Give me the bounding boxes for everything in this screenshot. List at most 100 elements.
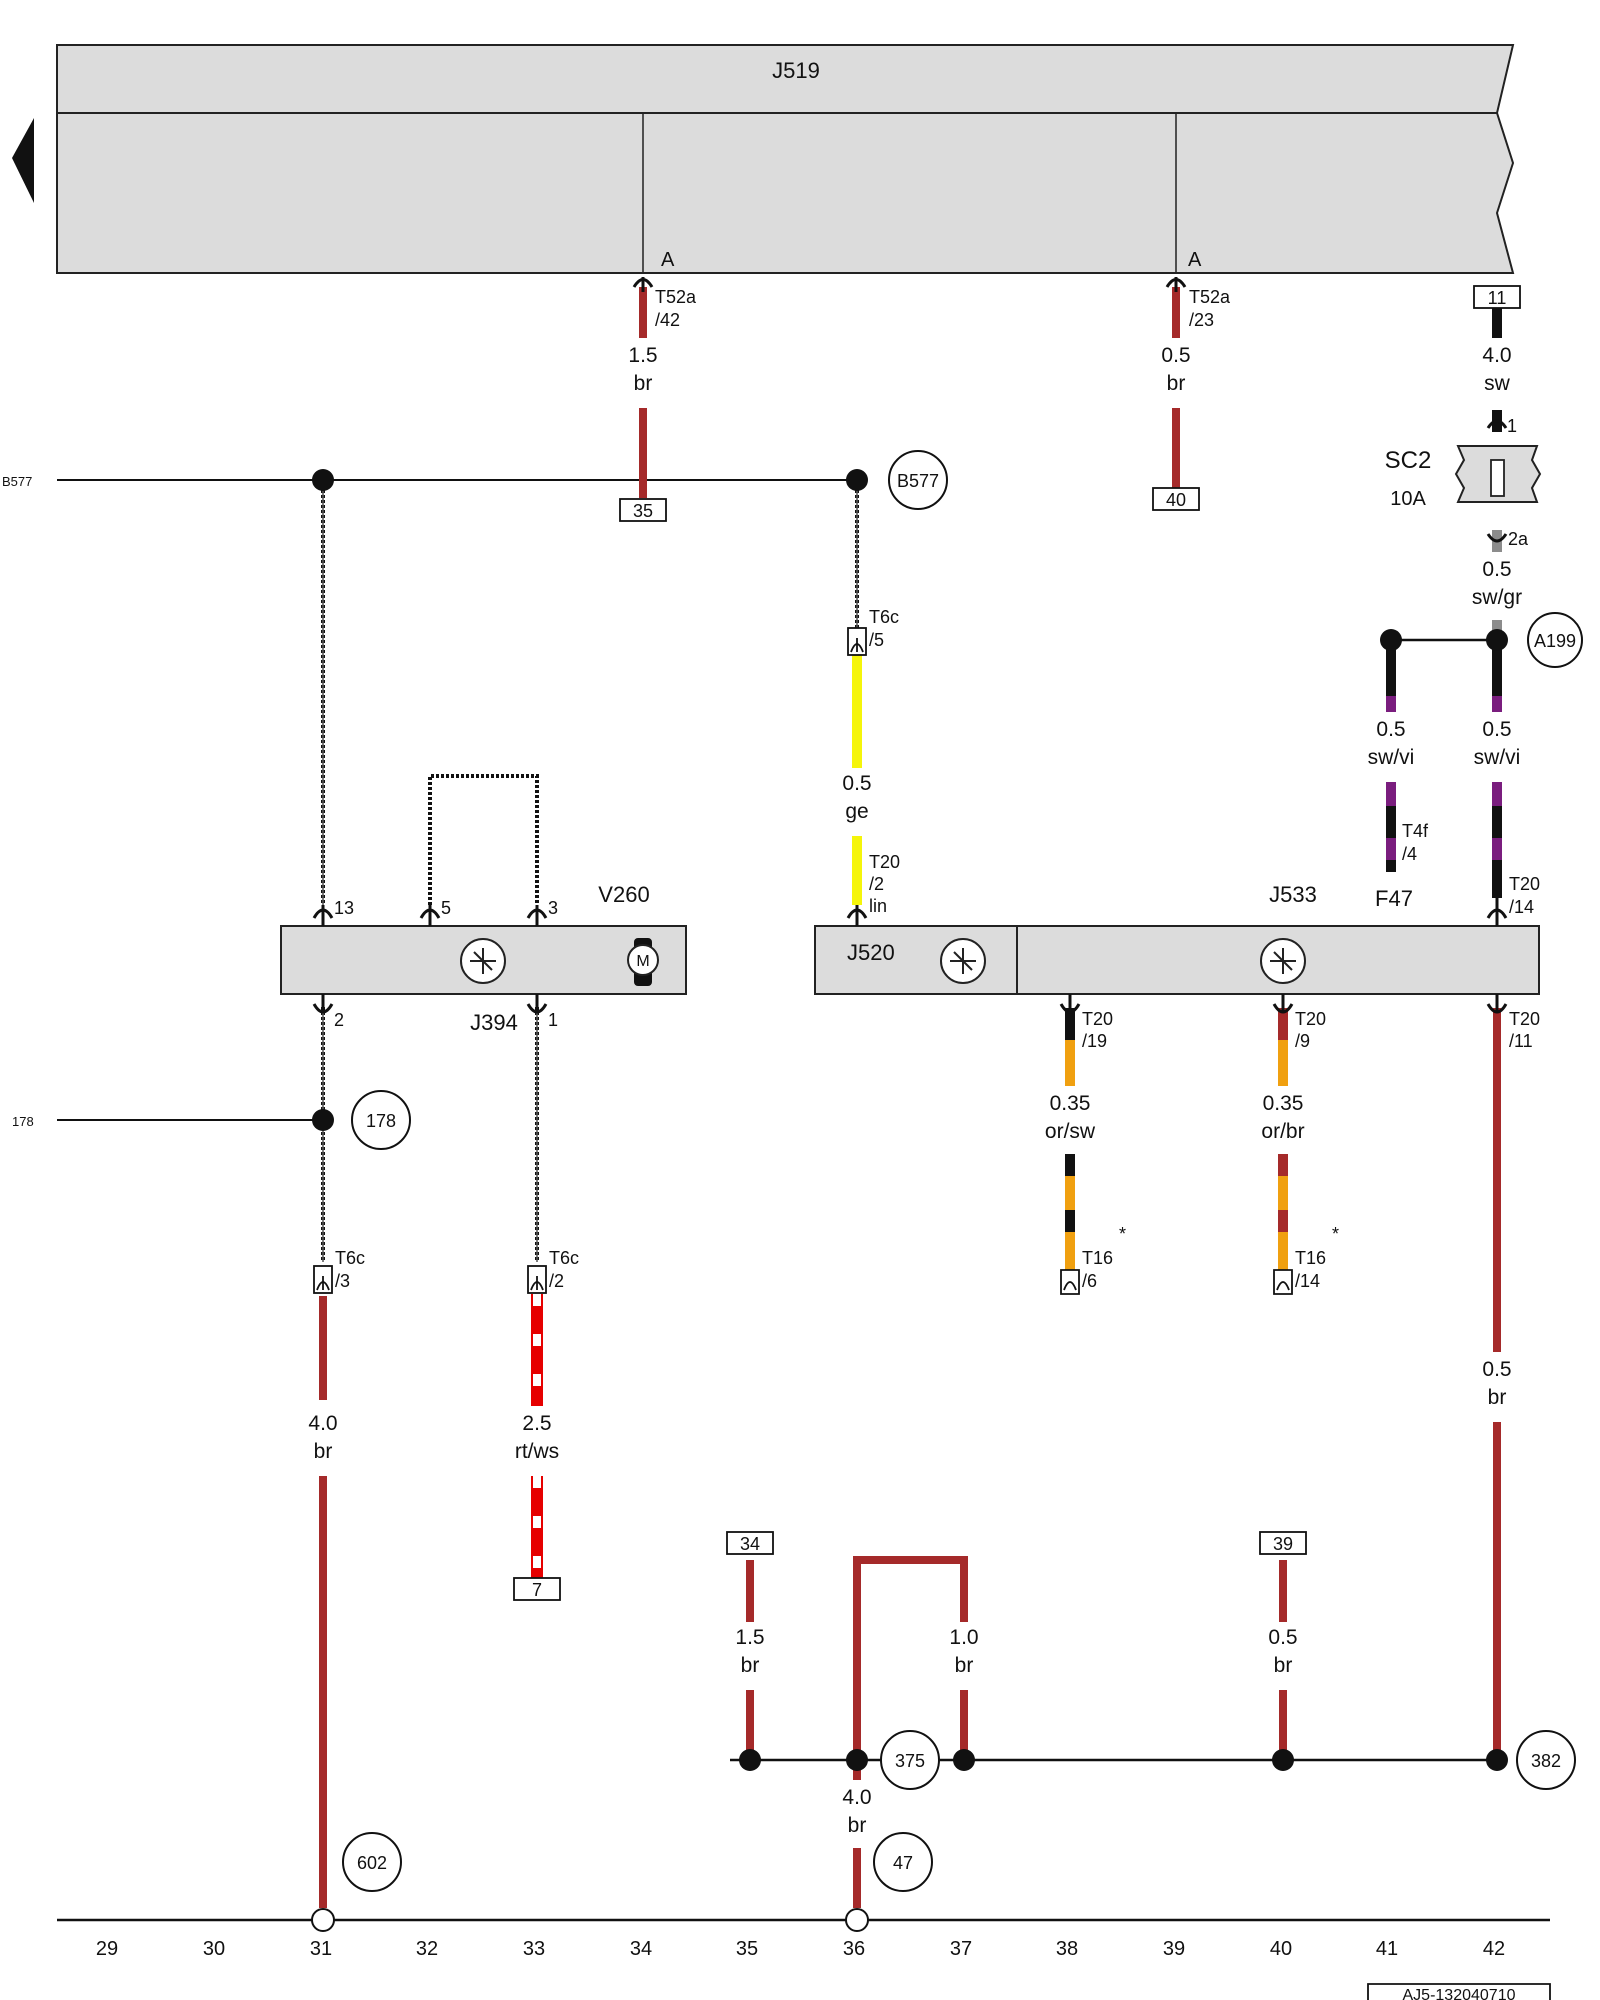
svg-text:sw/vi: sw/vi: [1368, 746, 1415, 769]
svg-text:0.5: 0.5: [1268, 1626, 1297, 1649]
svg-text:/2: /2: [869, 874, 884, 894]
svg-text:/11: /11: [1509, 1031, 1533, 1051]
svg-text:T20: T20: [1082, 1009, 1113, 1029]
bus-lines: B577 178: [2, 474, 857, 1129]
node-178: 178: [366, 1111, 396, 1131]
node-375: 375: [895, 1751, 925, 1771]
svg-text:sw/gr: sw/gr: [1472, 586, 1522, 609]
reference-box-39: [1259, 1531, 1307, 1555]
svg-text:37: 37: [950, 1938, 972, 1960]
svg-text:29: 29: [96, 1938, 118, 1960]
svg-text:AJ5-132040710: AJ5-132040710: [1403, 1987, 1516, 2000]
svg-text:br: br: [848, 1814, 867, 1837]
node-602: 602: [357, 1853, 387, 1873]
svg-text:lin: lin: [869, 896, 887, 916]
svg-text:br: br: [1488, 1386, 1507, 1409]
svg-text:11: 11: [1488, 288, 1507, 308]
svg-text:0.35: 0.35: [1263, 1092, 1304, 1115]
svg-text:br: br: [1167, 372, 1186, 395]
svg-text:2: 2: [334, 1010, 344, 1030]
inline-connector-pins: [316, 638, 1290, 1291]
svg-text:0.5: 0.5: [842, 772, 871, 795]
svg-text:0.5: 0.5: [1482, 1358, 1511, 1381]
j520-label: J520: [847, 940, 895, 965]
svg-text:sw/vi: sw/vi: [1474, 746, 1521, 769]
svg-text:M: M: [636, 953, 649, 970]
j533-label: J533: [1269, 882, 1317, 907]
svg-text:2.5: 2.5: [522, 1412, 551, 1435]
svg-text:/19: /19: [1082, 1031, 1107, 1051]
wire-labels: 1.5 br 0.5 br 4.0 sw 0.5 sw/gr 0.5 sw/vi…: [308, 344, 1522, 1837]
module-j520-j533: J520 J533 F47: [814, 882, 1540, 995]
svg-text:3: 3: [548, 898, 558, 918]
svg-text:/4: /4: [1402, 844, 1417, 864]
module-j520-body: [814, 925, 1018, 995]
reference-box-40: [1152, 487, 1200, 511]
svg-text:39: 39: [1163, 1938, 1185, 1960]
document-code: AJ5-132040710: [1367, 1983, 1551, 2000]
svg-text:4.0: 4.0: [1482, 344, 1511, 367]
electronic-module-icon: [940, 938, 986, 984]
v260-loop-wire: [428, 774, 539, 905]
svg-text:1.5: 1.5: [628, 344, 657, 367]
pin-symbols: [312, 277, 1508, 1014]
svg-text:or/br: or/br: [1261, 1120, 1304, 1143]
svg-text:T6c: T6c: [549, 1248, 579, 1268]
column-31-wiring: [312, 469, 334, 1908]
svg-text:T20: T20: [869, 852, 900, 872]
connector-labels: T52a /42 T52a /23 T6c /5 T20 /2 lin T4f …: [335, 287, 1540, 1291]
svg-text:34: 34: [630, 1938, 652, 1960]
offpage-label-b577: B577: [2, 474, 32, 489]
svg-text:4.0: 4.0: [842, 1786, 871, 1809]
svg-text:/23: /23: [1189, 310, 1214, 330]
svg-text:4.0: 4.0: [308, 1412, 337, 1435]
svg-text:35: 35: [633, 501, 653, 521]
svg-text:T20: T20: [1509, 1009, 1540, 1029]
svg-text:13: 13: [334, 898, 354, 918]
j519-pin-a-39: A: [1188, 249, 1202, 271]
f47-label: F47: [1375, 886, 1413, 911]
svg-text:38: 38: [1056, 1938, 1078, 1960]
svg-text:0.5: 0.5: [1161, 344, 1190, 367]
svg-text:/3: /3: [335, 1271, 350, 1291]
column-36-wiring: [846, 469, 868, 905]
control-unit-j519: J519 A A: [56, 44, 1515, 274]
module-v260-j394: V260 J394 M: [280, 882, 687, 1035]
svg-text:T6c: T6c: [335, 1248, 365, 1268]
svg-text:ge: ge: [845, 800, 868, 823]
svg-text:T16: T16: [1295, 1248, 1326, 1268]
svg-text:br: br: [314, 1440, 333, 1463]
svg-text:/6: /6: [1082, 1271, 1097, 1291]
node-382: 382: [1531, 1751, 1561, 1771]
j519-label: J519: [772, 58, 820, 83]
offpage-label-178: 178: [12, 1114, 34, 1129]
svg-text:35: 35: [736, 1938, 758, 1960]
svg-text:/42: /42: [655, 310, 680, 330]
svg-text:T16: T16: [1082, 1248, 1113, 1268]
node-47: 47: [893, 1853, 913, 1873]
svg-text:br: br: [1274, 1654, 1293, 1677]
ground-line: [57, 1908, 1550, 1932]
node-a199: A199: [1534, 631, 1576, 651]
svg-text:T6c: T6c: [869, 607, 899, 627]
reference-box-11: [1473, 285, 1521, 309]
reference-boxes: [513, 285, 1521, 1601]
reference-box-7: [513, 1577, 561, 1601]
svg-text:7: 7: [532, 1580, 542, 1600]
svg-text:32: 32: [416, 1938, 438, 1960]
svg-text:1.0: 1.0: [949, 1626, 978, 1649]
svg-text:br: br: [741, 1654, 760, 1677]
svg-text:34: 34: [740, 1534, 760, 1554]
svg-text:1: 1: [1507, 416, 1517, 436]
svg-text:40: 40: [1270, 1938, 1292, 1960]
svg-text:T52a: T52a: [655, 287, 697, 307]
svg-text:T4f: T4f: [1402, 821, 1429, 841]
svg-text:30: 30: [203, 1938, 225, 1960]
svg-text:42: 42: [1483, 1938, 1505, 1960]
sc2-label: SC2: [1385, 447, 1432, 474]
v260-label: V260: [598, 882, 649, 907]
svg-text:31: 31: [310, 1938, 332, 1960]
svg-text:40: 40: [1166, 490, 1186, 510]
svg-text:2a: 2a: [1508, 529, 1529, 549]
svg-text:41: 41: [1376, 1938, 1398, 1960]
